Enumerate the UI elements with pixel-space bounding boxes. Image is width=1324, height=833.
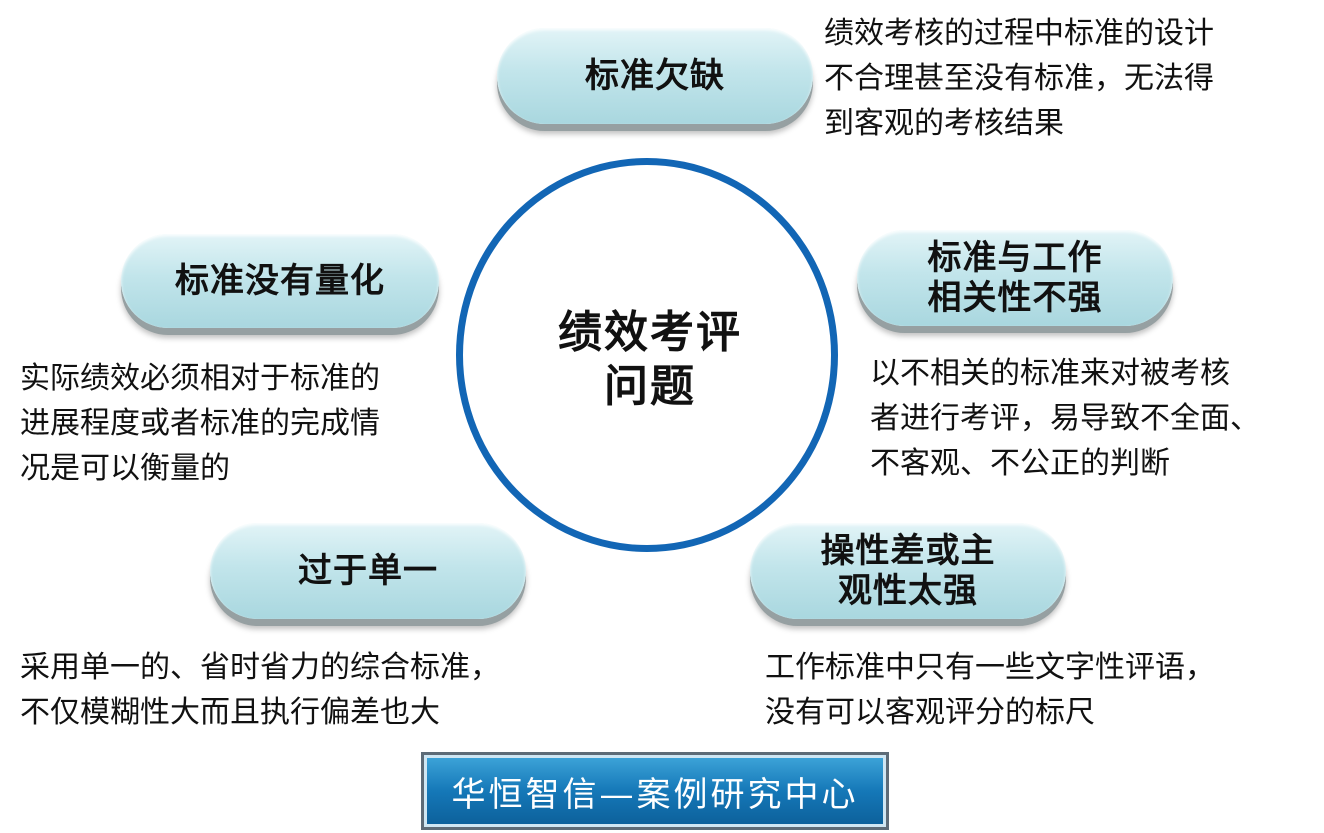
node-standard-missing-desc: 绩效考核的过程中标准的设计 不合理甚至没有标准，无法得 到客观的考核结果	[824, 16, 1214, 141]
node-low-relevance-label-line2: 相关性不强	[927, 278, 1103, 318]
center-title: 绩效考评 问题	[500, 306, 800, 414]
node-not-quantified: 标准没有量化	[121, 234, 439, 328]
node-subjective-label-line2: 观性太强	[838, 571, 978, 611]
node-subjective-desc: 工作标准中只有一些文字性评语， 没有可以客观评分的标尺	[765, 650, 1215, 730]
node-too-single-label: 过于单一	[298, 551, 438, 591]
node-subjective: 操性差或主 观性太强	[750, 523, 1066, 619]
node-low-relevance-desc: 以不相关的标准来对被考核 者进行考评，易导致不全面、 不客观、不公正的判断	[870, 356, 1260, 481]
center-circle	[456, 158, 838, 552]
node-not-quantified-desc: 实际绩效必须相对于标准的 进展程度或者标准的完成情 况是可以衡量的	[20, 361, 380, 486]
footer-banner: 华恒智信—案例研究中心	[421, 752, 889, 830]
node-standard-missing-label: 标准欠缺	[585, 56, 725, 96]
node-low-relevance: 标准与工作 相关性不强	[857, 230, 1173, 326]
node-subjective-label-line1: 操性差或主	[820, 531, 996, 571]
center-title-line2: 问题	[604, 361, 696, 412]
center-title-line1: 绩效考评	[558, 307, 742, 358]
footer-banner-label: 华恒智信—案例研究中心	[451, 774, 859, 815]
node-too-single: 过于单一	[210, 523, 526, 619]
node-low-relevance-label-line1: 标准与工作	[927, 238, 1103, 278]
node-too-single-desc: 采用单一的、省时省力的综合标准， 不仅模糊性大而且执行偏差也大	[20, 650, 500, 730]
node-not-quantified-label: 标准没有量化	[175, 261, 385, 301]
node-standard-missing: 标准欠缺	[497, 28, 813, 124]
